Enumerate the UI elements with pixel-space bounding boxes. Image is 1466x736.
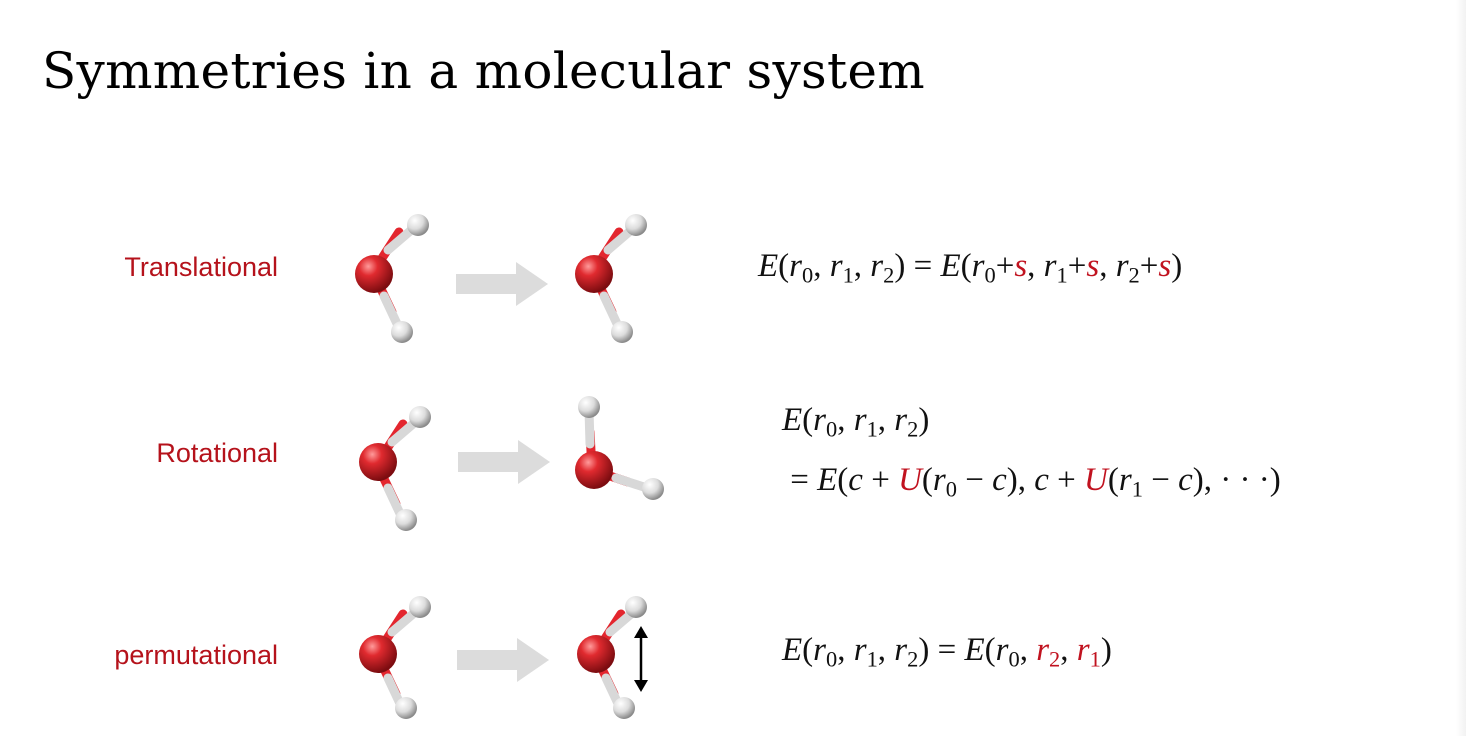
right-arrow-icon xyxy=(457,440,551,484)
water-molecule-icon xyxy=(355,214,429,343)
equation-translational: E(r0, r1, r2) = E(r0+s, r1+s, r2+s) xyxy=(758,248,1183,288)
label-rotational: Rotational xyxy=(156,438,278,468)
right-arrow-icon xyxy=(456,638,550,682)
equation-rotational-line2: = E(c + U(r0 − c), c + U(r1 − c), · · ·) xyxy=(782,462,1281,502)
water-molecule-icon xyxy=(359,406,431,531)
label-translational: Translational xyxy=(124,252,278,282)
equation-permutational: E(r0, r1, r2) = E(r0, r2, r1) xyxy=(782,632,1112,672)
water-molecule-icon xyxy=(575,214,647,343)
rotated-water-molecule-icon xyxy=(575,396,664,500)
label-permutational: permutational xyxy=(114,640,278,670)
double-headed-arrow-icon xyxy=(634,626,648,692)
right-arrow-icon xyxy=(455,262,549,306)
water-molecule-icon xyxy=(577,596,647,719)
slide-edge-shadow xyxy=(1456,0,1466,736)
equation-rotational-line1: E(r0, r1, r2) xyxy=(782,402,930,442)
slide-title: Symmetries in a molecular system xyxy=(42,41,925,100)
water-molecule-icon xyxy=(359,596,431,719)
